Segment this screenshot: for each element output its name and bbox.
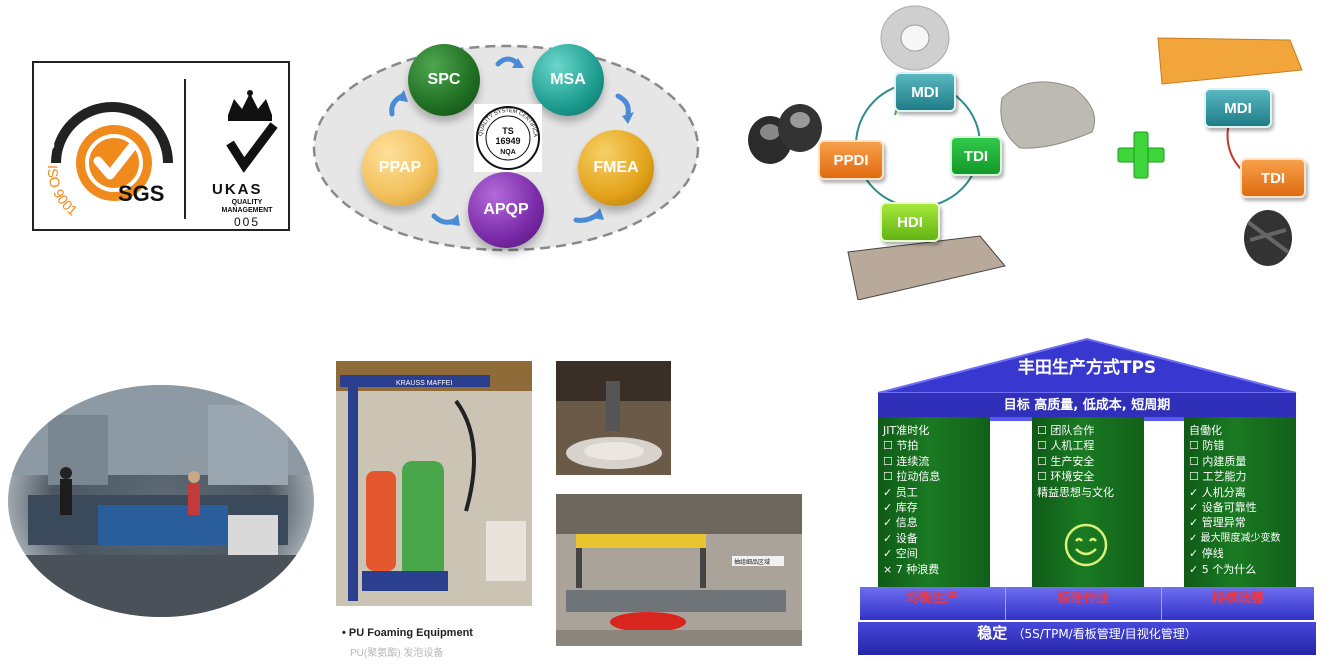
pillar-line: ☐ 团队合作 <box>1037 424 1095 437</box>
pillar-line: 精益思想与文化 <box>1037 485 1114 499</box>
plus-icon <box>1117 131 1165 179</box>
kaizen-label: 持续改善 <box>1211 591 1264 606</box>
workshop-illustration <box>8 385 314 617</box>
pillar-line: ☐ 内建质量 <box>1189 454 1247 468</box>
sheet-part <box>847 235 1006 300</box>
foaming-machine-illustration: KRAUSS MAFFEI <box>336 361 532 606</box>
apqp-node: APQP <box>468 172 544 248</box>
pillar-line: ✓ 停线 <box>1189 547 1224 561</box>
pillar-line: JIT准时化 <box>883 424 930 437</box>
msa-node: MSA <box>532 44 604 116</box>
pillar-line: ☐ 环境安全 <box>1037 470 1095 484</box>
check-icon <box>93 142 137 180</box>
pillar-line: ✓ 设备 <box>883 531 918 545</box>
pillar-line: ✓ 设备可靠性 <box>1189 501 1257 515</box>
tps-house-shape <box>877 337 1297 421</box>
stability-label: 稳定 <box>977 624 1008 642</box>
heijunka-label: 均衡生产 <box>860 587 1006 620</box>
quality-tools-diagram: SPC MSA FMEA APQP PPAP QUALITY SYSTEM CE… <box>310 42 702 254</box>
pillar-line: ✓ 最大限度减少变数 <box>1189 532 1281 544</box>
dispensing-closeup-photo <box>556 361 671 475</box>
pillar-line: ☐ 节拍 <box>883 439 919 453</box>
ts16949-badge: QUALITY SYSTEM CERTIFICATION TS 16949 NQ… <box>474 104 542 172</box>
wheel-part <box>880 5 950 71</box>
pillar-line: ✓ 管理异常 <box>1189 516 1246 530</box>
pillar-line: ☐ 人机工程 <box>1037 439 1095 453</box>
standard-work-label: 标准作业 <box>1006 587 1162 620</box>
smiley-icon <box>1064 523 1108 567</box>
tps-title: 丰田生产方式TPS <box>1017 358 1157 378</box>
bushing-parts <box>748 104 822 164</box>
pillar-line: ✓ 人机分离 <box>1189 485 1246 499</box>
foaming-equipment-photo: KRAUSS MAFFEI <box>336 361 532 606</box>
pillar-line: ✓ 员工 <box>883 485 918 499</box>
ts-badge-line1: TS <box>502 126 514 136</box>
svg-text:ISO 9001: ISO 9001 <box>45 165 81 219</box>
fmea-node: FMEA <box>578 130 654 206</box>
pillar-line: ✓ 空间 <box>883 547 918 561</box>
jidoka-pillar: 自働化 ☐ 防错 ☐ 内建质量 ☐ 工艺能力 ✓ 人机分离 ✓ 设备可靠性 ✓ … <box>1184 417 1296 587</box>
jit-pillar: JIT准时化 ☐ 节拍 ☐ 连续流 ☐ 拉动信息 ✓ 员工 ✓ 库存 ✓ 信息 … <box>878 417 990 587</box>
ukas-subtitle: QUALITY MANAGEMENT <box>212 199 282 215</box>
sgs-logo: SYSTEM CERTIFICATION ISO 9001 <box>45 86 173 219</box>
ts-badge-line2: 16949 <box>495 136 520 146</box>
mdi-node: MDI <box>894 72 956 112</box>
pillar-line: ☐ 防错 <box>1189 439 1225 453</box>
sgs-label: SGS <box>118 181 165 206</box>
ukas-label: UKAS <box>212 181 263 198</box>
ukas-number: 005 <box>233 215 261 229</box>
ppdi-node: PPDI <box>818 140 884 180</box>
pillar-line: ☐ 连续流 <box>883 454 930 468</box>
stability-sub-label: （5S/TPM/看板管理/目视化管理） <box>1012 627 1197 641</box>
equipment-caption: • PU Foaming Equipment <box>342 627 473 639</box>
ukas-sub-management: MANAGEMENT <box>221 207 273 214</box>
spc-node: SPC <box>408 44 480 116</box>
pillar-line: × 7 种浪费 <box>883 562 940 576</box>
tps-foundation: 稳定 （5S/TPM/看板管理/目视化管理） <box>858 622 1316 655</box>
pillar-line: ☐ 工艺能力 <box>1189 470 1247 484</box>
pillar-line: ☐ 生产安全 <box>1037 454 1095 468</box>
pillar-line: ✓ 库存 <box>883 501 918 515</box>
workshop-photo <box>8 385 314 617</box>
production-line-illustration: 抽组细品区域 <box>556 494 802 646</box>
ukas-sub-quality: QUALITY <box>231 199 263 206</box>
dispensing-illustration <box>556 361 671 475</box>
cushion-part <box>1000 81 1096 149</box>
equipment-caption-sub: PU(聚氨酯) 发泡设备 <box>350 648 444 659</box>
culture-pillar: ☐ 团队合作 ☐ 人机工程 ☐ 生产安全 ☐ 环境安全 精益思想与文化 <box>1032 417 1144 587</box>
tdi-node: TDI <box>950 136 1002 176</box>
ppap-node: PPAP <box>362 130 438 206</box>
pillar-line: ☐ 拉动信息 <box>883 470 941 484</box>
combo-mdi-node: MDI <box>1204 88 1272 128</box>
machine-brand-label: KRAUSS MAFFEI <box>396 380 452 387</box>
crown-check-icon <box>226 90 278 173</box>
iso-9001-text: ISO 9001 <box>45 165 81 219</box>
ts-badge-line3: NQA <box>500 149 516 156</box>
hdi-node: HDI <box>880 202 940 242</box>
tps-base-band: 均衡生产 标准作业 持续改善 <box>860 587 1314 620</box>
board-part <box>1157 37 1303 85</box>
zone-label: 抽组细品区域 <box>734 558 770 566</box>
product-illustrations <box>748 5 1303 300</box>
iso-ukas-certificate: SYSTEM CERTIFICATION ISO 9001 SGS UKAS Q… <box>32 61 290 231</box>
pillar-line: 自働化 <box>1189 424 1222 437</box>
helical-part <box>1244 210 1292 266</box>
pillar-line: ✓ 5 个为什么 <box>1189 562 1257 576</box>
production-line-photo: 抽组细品区域 <box>556 494 802 646</box>
pillar-line: ✓ 信息 <box>883 516 918 530</box>
tps-house-diagram: 丰田生产方式TPS 目标 高质量, 低成本, 短周期 JIT准时化 ☐ 节拍 ☐… <box>858 337 1316 657</box>
cert-divider <box>184 79 186 219</box>
tps-goal: 目标 高质量, 低成本, 短周期 <box>1003 398 1171 413</box>
combo-tdi-node: TDI <box>1240 158 1306 198</box>
